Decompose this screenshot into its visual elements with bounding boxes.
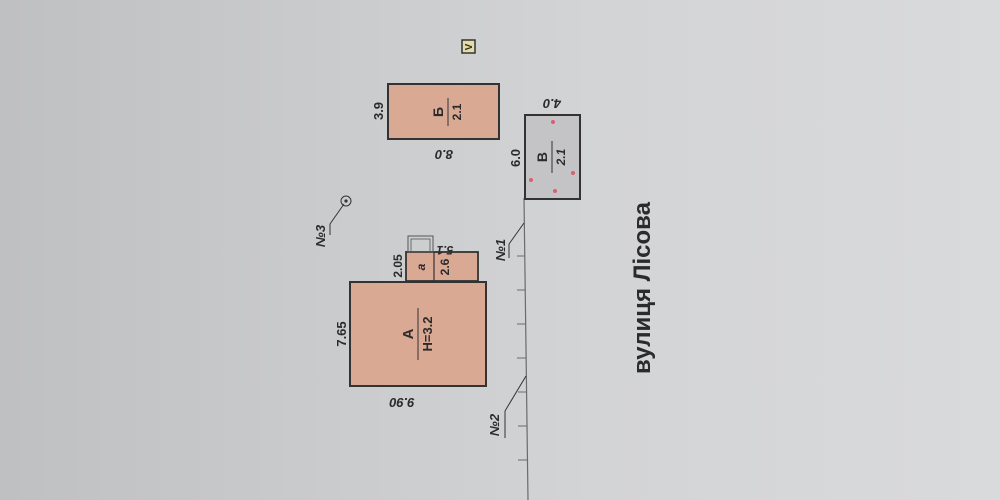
building-a-letter: А bbox=[400, 328, 417, 339]
point-1-leader bbox=[508, 222, 525, 245]
point-2-label: №2 bbox=[487, 413, 502, 436]
building-a-height: H=3.2 bbox=[420, 316, 435, 351]
point-1-label: №1 bbox=[493, 239, 508, 261]
street-name: вулиця Лісова bbox=[629, 201, 656, 374]
building-b-letter: Б bbox=[430, 107, 446, 117]
building-v-markers bbox=[529, 120, 575, 193]
annex-a-letter: а bbox=[414, 263, 428, 270]
point-3-label: №3 bbox=[313, 224, 328, 247]
building-b[interactable] bbox=[387, 83, 500, 140]
building-a-width-dim: 7.65 bbox=[334, 321, 349, 346]
building-v-length-dim: 4.0 bbox=[542, 96, 562, 111]
point-3-marker bbox=[340, 195, 352, 207]
annex-a[interactable] bbox=[405, 251, 479, 282]
building-b-height: 2.1 bbox=[450, 103, 464, 120]
building-v-width-dim: 6.0 bbox=[508, 149, 523, 167]
building-a-length-dim: 9.90 bbox=[389, 395, 415, 410]
porch bbox=[407, 235, 434, 253]
annex-offset-dim: 5.1 bbox=[436, 243, 453, 257]
annex-a-length-dim: 2.6 bbox=[438, 258, 452, 275]
building-v-height: 2.1 bbox=[554, 148, 568, 166]
point-2-leader bbox=[504, 375, 527, 412]
building-b-width-dim: 3.9 bbox=[371, 102, 386, 120]
lot-boundary-line bbox=[523, 197, 529, 500]
building-v-letter: В bbox=[534, 152, 550, 162]
point-3-leader bbox=[329, 203, 345, 225]
compass-marker bbox=[461, 39, 476, 54]
annex-a-width-dim: 2.05 bbox=[391, 254, 405, 278]
building-b-length-dim: 8.0 bbox=[434, 147, 453, 162]
boundary-ticks bbox=[517, 255, 527, 461]
compass-marker-symbol: V bbox=[464, 43, 475, 50]
